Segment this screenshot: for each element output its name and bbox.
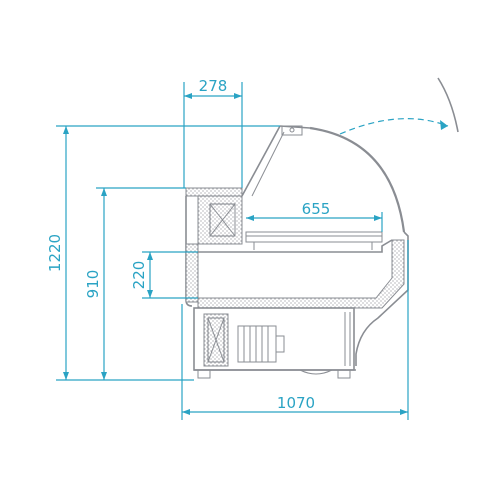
display-well <box>198 239 393 253</box>
dimension-910: 910 <box>84 187 186 380</box>
dimension-1070-label: 1070 <box>277 394 315 412</box>
dimension-1220-label: 1220 <box>46 234 64 272</box>
glass-open-position <box>437 77 459 133</box>
curved-front-glass <box>309 126 406 233</box>
rear-glass-panel <box>241 125 281 197</box>
rear-storage-box <box>209 203 236 237</box>
dimension-220-label: 220 <box>130 261 148 290</box>
front-foot <box>337 369 351 379</box>
dimension-1070: 1070 <box>181 240 409 420</box>
rear-worktop <box>185 187 243 197</box>
dimension-1220: 1220 <box>46 125 280 381</box>
case-outline <box>185 77 459 379</box>
front-outer-skin <box>355 231 409 366</box>
dimension-655: 655 <box>246 200 383 232</box>
dimension-910-label: 910 <box>84 270 102 299</box>
dimension-655-label: 655 <box>302 200 331 218</box>
glass-swing-arc <box>339 118 449 135</box>
dimension-278: 278 <box>183 77 243 188</box>
dimension-220: 220 <box>130 251 198 299</box>
front-insulated-wall <box>197 239 405 309</box>
rear-foot <box>197 369 211 379</box>
rear-column-insulation <box>185 243 199 303</box>
compressor-unit <box>237 325 285 363</box>
dimension-278-label: 278 <box>199 77 228 95</box>
upper-shelf <box>245 231 383 243</box>
lamp-bracket <box>281 125 303 136</box>
